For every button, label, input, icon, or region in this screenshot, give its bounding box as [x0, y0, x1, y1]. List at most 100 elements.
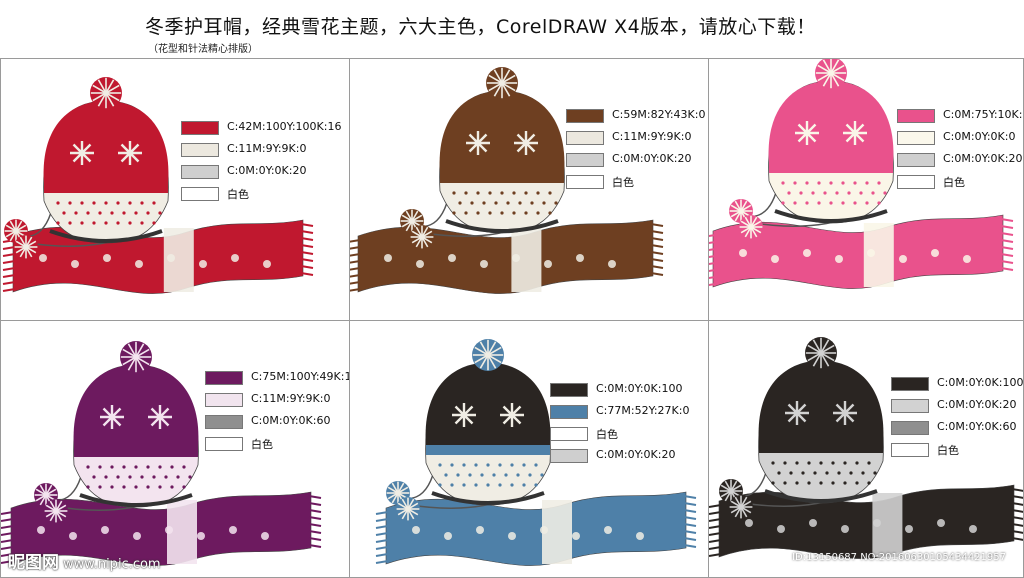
- swatch-chip: [566, 175, 604, 189]
- hat-dot: [452, 191, 456, 195]
- hat-dot: [783, 461, 787, 465]
- snowflake-icon: [100, 405, 124, 429]
- scarf-motif: [771, 255, 779, 263]
- swatch-label: 白色: [937, 444, 959, 457]
- hat-dot: [789, 471, 793, 475]
- scarf: [709, 214, 1014, 289]
- scarf-fringe: [375, 511, 389, 515]
- hat-dot: [883, 191, 887, 195]
- hat-dot: [86, 485, 90, 489]
- hat-dot: [811, 191, 815, 195]
- hat-scarf-illustration: [2, 77, 314, 294]
- hat-dot: [98, 465, 102, 469]
- swatch-chip: [550, 449, 588, 463]
- hat-dot: [56, 201, 60, 205]
- hat-dot: [787, 191, 791, 195]
- swatch-chip: [550, 427, 588, 441]
- scarf-motif: [71, 260, 79, 268]
- hat-dot: [841, 181, 845, 185]
- pompom: [486, 67, 518, 99]
- scarf-fringe: [300, 244, 314, 248]
- pompom: [739, 215, 763, 239]
- swatch-chip: [891, 377, 929, 391]
- scarf-motif: [37, 526, 45, 534]
- scarf-fringe: [683, 530, 697, 534]
- hat-dot: [80, 221, 84, 225]
- scarf-motif: [636, 532, 644, 540]
- hat-dot: [516, 473, 520, 477]
- swatch-label: C:42M:100Y:100K:16: [227, 120, 342, 133]
- scarf-fringe: [650, 265, 664, 269]
- hat-dot: [486, 483, 490, 487]
- hat-dot: [456, 473, 460, 477]
- scarf-fringe: [709, 234, 716, 238]
- scarf-fringe: [375, 546, 389, 550]
- hat-dot: [92, 201, 96, 205]
- swatch-chip: [205, 393, 243, 407]
- hat-dot: [116, 475, 120, 479]
- hat: [4, 77, 169, 259]
- swatch-label: C:11M:9Y:9K:0: [612, 130, 692, 143]
- pompom: [815, 59, 847, 89]
- scarf-fringe: [350, 239, 361, 243]
- hat-dot: [855, 481, 859, 485]
- hat-dot: [176, 475, 180, 479]
- hat-dot: [524, 191, 528, 195]
- scarf-fringe: [300, 251, 314, 255]
- scarf-fringe: [375, 553, 389, 557]
- swatch-chip: [566, 153, 604, 167]
- scarf-fringe: [1000, 260, 1014, 264]
- scarf-fringe: [1000, 232, 1014, 236]
- scarf-motif: [135, 260, 143, 268]
- hat-dot: [146, 485, 150, 489]
- scarf-fringe: [308, 509, 322, 513]
- hat-dot: [554, 201, 558, 205]
- scarf-motif: [745, 519, 753, 527]
- hat: [386, 339, 551, 521]
- scarf-fringe: [308, 495, 322, 499]
- hat-dot: [793, 201, 797, 205]
- scarf-fringe: [650, 272, 664, 276]
- scarf-fringe: [1011, 509, 1023, 513]
- hat-scarf-illustration: [709, 59, 1014, 289]
- hat-dot: [462, 463, 466, 467]
- hat-dot: [831, 461, 835, 465]
- hat-dot: [86, 465, 90, 469]
- hat-dot: [793, 181, 797, 185]
- scarf-fringe: [1, 525, 14, 529]
- hat-dot: [835, 191, 839, 195]
- scarf-fringe: [1011, 537, 1023, 541]
- scarf-motif: [969, 525, 977, 533]
- hat-dot: [837, 471, 841, 475]
- scarf-motif: [197, 532, 205, 540]
- hat-dot: [843, 461, 847, 465]
- scarf-motif: [231, 254, 239, 262]
- hat-dot: [853, 201, 857, 205]
- snowflake-icon: [70, 141, 94, 165]
- scarf-fringe: [350, 281, 361, 285]
- swatch-chip: [205, 437, 243, 451]
- hat-dot: [62, 211, 66, 215]
- scarf-motif: [199, 260, 207, 268]
- snowflake-icon: [118, 141, 142, 165]
- hat-brim: [49, 229, 163, 243]
- hat-dot: [134, 211, 138, 215]
- hat-dot: [56, 221, 60, 225]
- watermark-url: www.nipic.com: [63, 557, 161, 572]
- hat-dot: [104, 475, 108, 479]
- hat-dot: [110, 485, 114, 489]
- hat-dot: [781, 181, 785, 185]
- scarf-fringe: [683, 523, 697, 527]
- watermark-id: ID:13150687 NO:20160630105434421957: [792, 552, 1006, 563]
- hat-dot: [182, 485, 186, 489]
- scarf-fringe: [709, 525, 722, 529]
- scarf-fringe: [709, 269, 716, 273]
- scarf-fringe: [300, 223, 314, 227]
- scarf-fringe: [350, 267, 361, 271]
- hat: [400, 67, 565, 249]
- pompom: [44, 499, 68, 523]
- swatch-label: 白色: [227, 188, 249, 201]
